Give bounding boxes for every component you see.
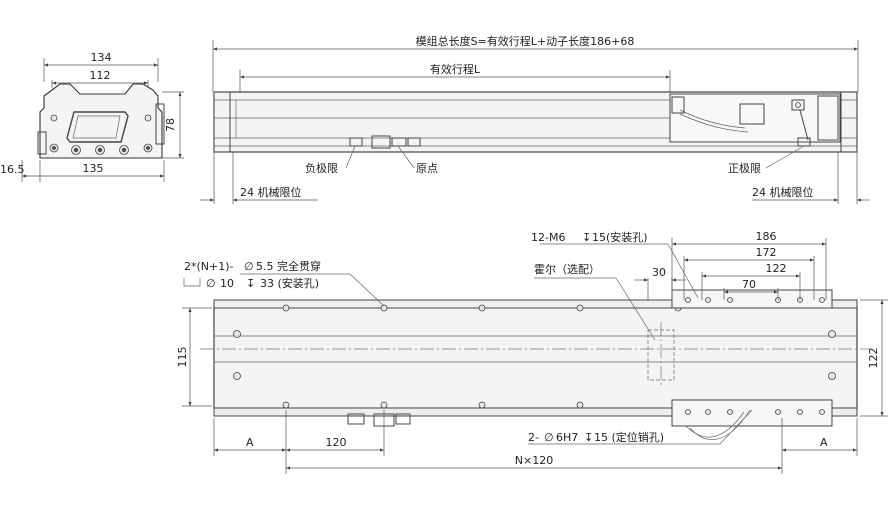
mount-hole-dia: 5.5 完全贯穿 — [256, 259, 321, 273]
depth-symbol-1: ↧ — [246, 277, 255, 290]
carriage-side — [669, 93, 841, 143]
dim-120: 120 — [326, 436, 347, 449]
dim-78: 78 — [164, 118, 177, 132]
end-screws — [233, 330, 836, 380]
dim-112: 112 — [90, 69, 111, 82]
depth-symbol-3: ↧ — [584, 431, 593, 444]
stroke-label: 有效行程L — [430, 62, 481, 76]
m6-label: 12-M6 — [531, 231, 565, 244]
side-view: 模组总长度S=有效行程L+动子长度186+68 有效行程L — [200, 34, 870, 204]
top-view: 2*(N+1)- ∅ 5.5 完全贯穿 ∅ 10 ↧ 33 (安装孔) 12-M… — [176, 230, 888, 474]
dim-122: 122 — [766, 262, 787, 275]
dim-135: 135 — [83, 162, 104, 175]
dim-30: 30 — [652, 266, 666, 279]
left-mech-limit: 24 机械限位 — [240, 185, 302, 199]
origin-label: 原点 — [416, 162, 438, 175]
height-122: 122 — [867, 348, 880, 369]
counterbore-dia: 10 — [220, 277, 234, 290]
diameter-symbol-3: ∅ — [544, 431, 554, 444]
dim-70: 70 — [742, 278, 756, 291]
pitch-total: N×120 — [515, 454, 553, 467]
diameter-symbol-2: ∅ — [206, 277, 216, 290]
dim-186: 186 — [756, 230, 777, 243]
carriage-top — [671, 289, 833, 440]
pin-count: 2- — [528, 431, 539, 444]
m6-depth: 15(安装孔) — [592, 230, 648, 244]
pin-dia: 6H7 — [556, 431, 578, 444]
total-length-label: 模组总长度S=有效行程L+动子长度186+68 — [416, 34, 635, 48]
dim-172: 172 — [756, 246, 777, 259]
pin-depth: 15 (定位销孔) — [594, 430, 664, 444]
hall-label: 霍尔（选配） — [534, 263, 600, 276]
dim-16-5: 16.5 — [0, 163, 25, 176]
mount-hole-count: 2*(N+1)- — [184, 260, 234, 273]
right-mech-limit: 24 机械限位 — [752, 185, 814, 199]
end-view-holes — [49, 114, 153, 155]
height-115: 115 — [176, 347, 189, 368]
dim-a-right: A — [820, 436, 828, 449]
dim-a-left: A — [246, 436, 254, 449]
negative-limit-label: 负极限 — [305, 161, 338, 175]
diameter-symbol-1: ∅ — [244, 260, 254, 273]
end-view: 134 112 78 135 16.5 — [0, 51, 184, 182]
mount-hole-depth: 33 (安装孔) — [260, 276, 319, 290]
mount-holes-bottom — [282, 401, 584, 409]
dim-134: 134 — [91, 51, 112, 64]
positive-limit-label: 正极限 — [728, 161, 761, 175]
depth-symbol-2: ↧ — [582, 231, 591, 244]
